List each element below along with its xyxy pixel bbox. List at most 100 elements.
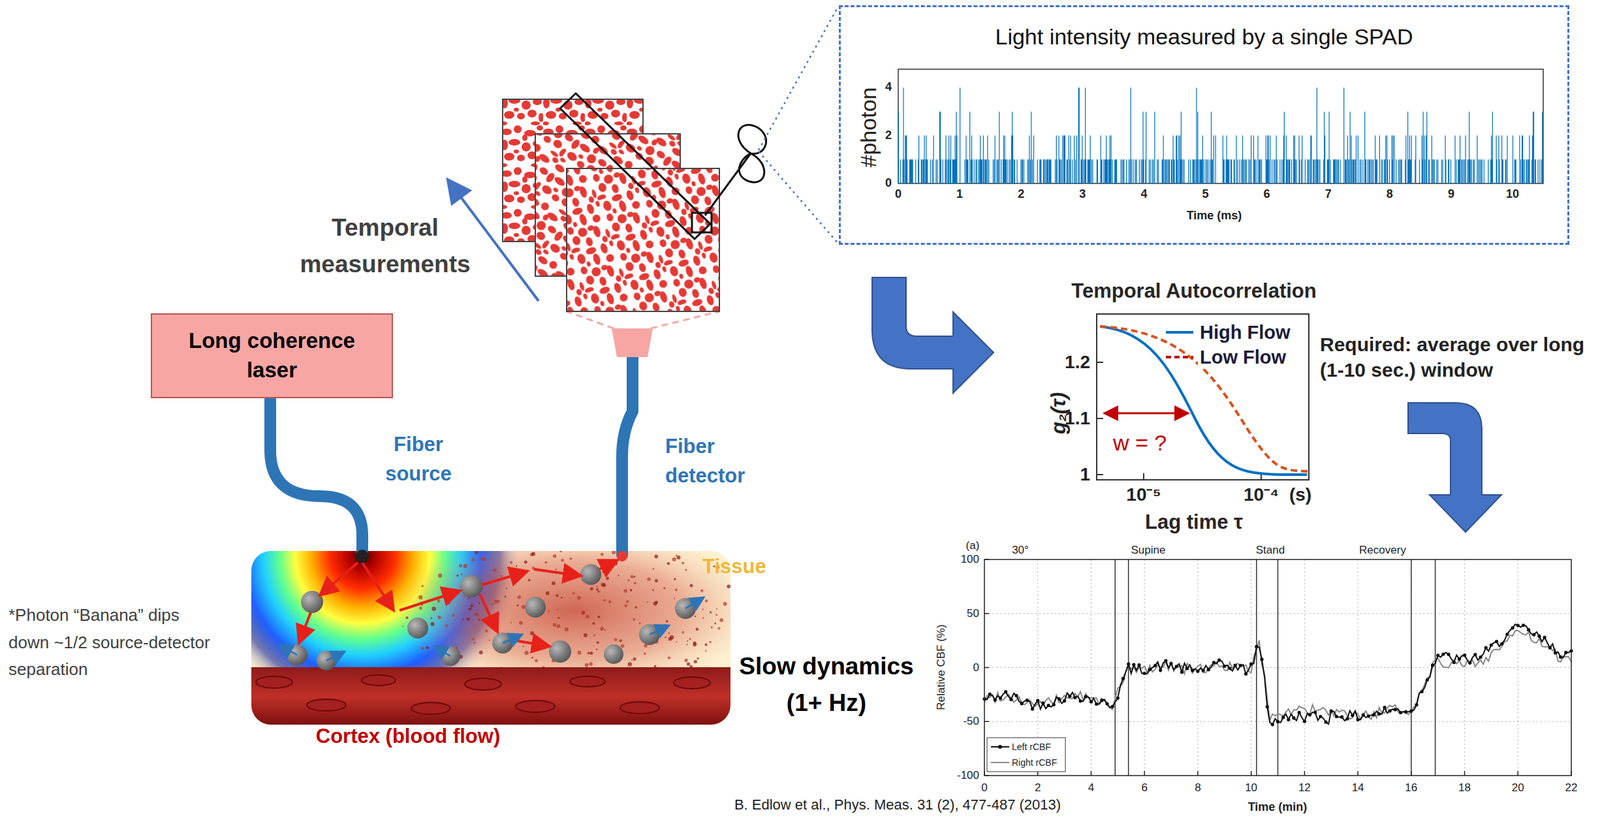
scatter-dots xyxy=(596,585,598,587)
scatter-dots xyxy=(593,634,596,637)
scatter-dots xyxy=(654,554,659,559)
cbf-plot xyxy=(1255,559,1258,776)
scatter-dots xyxy=(646,601,649,603)
tick-label: 9 xyxy=(1447,187,1455,202)
pixel-column xyxy=(738,153,764,183)
scatter-dots xyxy=(719,618,724,623)
cbf-plot xyxy=(1158,668,1162,672)
cbf-plot xyxy=(1521,623,1525,627)
cbf-plot xyxy=(1446,652,1450,657)
autocorrelation-plot xyxy=(1165,330,1194,334)
cbf-plot xyxy=(1254,644,1258,649)
pixel-column xyxy=(560,93,767,239)
tick-label: 10⁻⁴ xyxy=(1243,483,1279,506)
cbf-plot xyxy=(1227,666,1232,670)
scatter-dots xyxy=(685,569,688,572)
plot-title: Temporal Autocorrelation xyxy=(1071,278,1317,303)
scatter-dots xyxy=(675,554,678,557)
scatter-dots xyxy=(674,588,678,592)
scatter-dots xyxy=(624,603,628,608)
unit-label: (s) xyxy=(1289,483,1312,506)
cbf-plot xyxy=(1366,714,1371,718)
cbf-plot xyxy=(1116,696,1120,700)
scatter-dots xyxy=(556,609,559,611)
cbf-plot xyxy=(982,559,1573,776)
cbf-plot xyxy=(984,559,1572,776)
scatter-dots xyxy=(705,650,707,652)
cbf-plot xyxy=(1105,702,1109,706)
scatter-dots xyxy=(686,640,689,642)
scatter-dots xyxy=(492,603,494,606)
cbf-plot xyxy=(1201,669,1206,673)
cbf-plot xyxy=(1345,717,1349,721)
scatterer xyxy=(286,564,696,671)
cbf-plot xyxy=(1505,632,1509,636)
cbf-plot xyxy=(1089,699,1093,704)
tick-label: 7 xyxy=(1325,187,1332,202)
photon-path xyxy=(510,639,550,647)
tick-label: 10⁻⁵ xyxy=(1126,483,1161,506)
tick-label: 1 xyxy=(1079,463,1091,486)
motion-arrow xyxy=(279,644,298,655)
scatter-dots xyxy=(684,658,689,662)
cbf-plot xyxy=(1067,694,1072,698)
flow-arrow xyxy=(1408,402,1502,533)
projection-line xyxy=(650,311,720,329)
axis-title: g₂(τ) xyxy=(1046,392,1071,435)
scatter-dots xyxy=(673,597,675,599)
cbf-plot xyxy=(1153,663,1157,668)
scatter-dots xyxy=(592,622,595,625)
scatter-dots xyxy=(531,552,536,557)
legend-text: Low Flow xyxy=(1197,345,1288,369)
cbf-plot xyxy=(998,744,1003,749)
scatter-dots xyxy=(599,626,604,631)
scatter-dots xyxy=(524,650,529,655)
cbf-plot xyxy=(1249,662,1253,666)
cbf-plot xyxy=(1207,667,1211,672)
scatter-dots xyxy=(402,625,404,627)
cbf-plot xyxy=(1041,701,1045,705)
cbf-plot xyxy=(1434,559,1437,776)
scatter-dots xyxy=(505,588,508,590)
cbf-plot xyxy=(1035,699,1040,703)
scatter-dots xyxy=(597,615,601,619)
autocorrelation-plot xyxy=(1165,355,1194,359)
scatter-dots xyxy=(471,558,475,562)
autocorrelation-plot xyxy=(1096,313,1309,480)
motion-arrow xyxy=(434,646,451,657)
annotation: Temporal measurements xyxy=(293,209,477,283)
scatter-dots xyxy=(555,568,557,570)
scatter-dots xyxy=(652,588,655,591)
cbf-plot xyxy=(1025,698,1029,702)
scatter-dots xyxy=(471,637,475,641)
scatter-dots xyxy=(556,594,559,597)
autocorrelation-plot xyxy=(1099,326,1307,475)
cbf-plot xyxy=(1197,559,1198,776)
scatter-dots xyxy=(552,554,557,558)
cbf-plot xyxy=(1190,668,1194,672)
cbf-plot xyxy=(1304,559,1305,776)
pixel-column xyxy=(705,153,751,216)
motion-arrow xyxy=(326,651,345,661)
cbf-plot xyxy=(1222,664,1226,668)
scatter-dots xyxy=(500,575,502,578)
tick-label: 50 xyxy=(966,607,980,621)
cbf-plot xyxy=(1297,710,1302,715)
scatter-dots xyxy=(437,599,441,603)
scatter-dots xyxy=(432,606,437,611)
scatter-dots xyxy=(700,589,704,593)
scatter-dots xyxy=(534,659,538,663)
scatter-dots xyxy=(528,579,531,582)
scatter-dots xyxy=(646,577,651,581)
autocorrelation-plot xyxy=(1143,473,1145,480)
scatterer xyxy=(580,564,602,585)
scatter-dots xyxy=(530,631,534,636)
cbf-plot xyxy=(1382,705,1386,709)
cbf-plot xyxy=(1094,702,1099,706)
cbf-plot xyxy=(1420,690,1424,694)
scatter-dots xyxy=(552,622,557,627)
scatter-dots xyxy=(695,627,699,631)
scatter-dots xyxy=(686,643,688,645)
tick-label: 18 xyxy=(1458,781,1471,795)
